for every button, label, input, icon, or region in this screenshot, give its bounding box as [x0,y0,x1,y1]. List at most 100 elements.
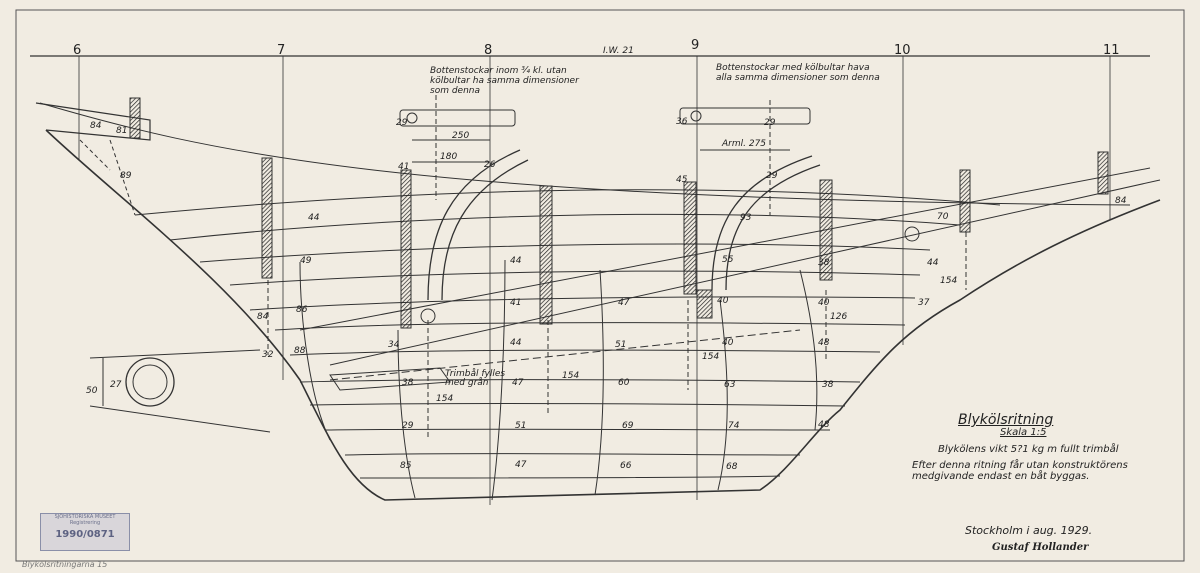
dim-70: 70 [937,212,949,222]
keel-bolt [129,97,141,139]
wl-88: 88 [294,346,306,356]
waterline [359,475,781,479]
sheer-line [329,179,1161,366]
section-curve [491,259,506,501]
station-6: 6 [73,43,82,58]
keel-bolt [539,185,553,325]
keel-bolt [400,169,412,329]
floor-plate [399,109,516,127]
wl-29: 29 [402,421,414,431]
dim-50: 50 [86,386,98,396]
wl-47: 47 [618,298,630,308]
wl-44b: 44 [510,256,522,266]
keel-bolt [819,179,833,281]
wl-40c: 40 [818,298,830,308]
wl-32: 32 [262,350,274,360]
wl-86: 86 [296,305,308,315]
frame-border [15,9,1185,562]
bolt-hole [406,112,418,124]
note-right: Bottenstockar med kölbultar hava alla sa… [716,63,880,83]
waterline [299,379,861,383]
dim-180: 180 [440,152,458,162]
wl-41: 41 [510,298,522,308]
wl-38b: 38 [818,258,830,268]
wl-93: 93 [740,213,752,223]
station-11: 11 [1103,43,1120,58]
keel-bolt [261,157,273,279]
dim-29b: 29 [764,118,776,128]
keel-bolt [683,181,697,295]
floor-bend [711,155,813,291]
keel-bolt [1097,151,1109,195]
wl-55: 55 [722,255,734,265]
drawing-title: Blykölsritning [958,412,1054,428]
dim-84a: 84 [90,121,102,131]
pipe-section-outer [125,357,175,407]
wl-85: 85 [400,461,412,471]
floor-bend [427,149,521,301]
dim-29: 29 [396,118,408,128]
stern-detail [109,139,136,216]
waterline [289,349,881,356]
sheer-line [329,329,801,381]
dim-45: 45 [676,175,688,185]
wl-40b: 40 [722,338,734,348]
dim-126: 126 [830,312,848,322]
keel-bolt [959,169,971,233]
wl-74: 74 [728,421,740,431]
dim-38: 38 [402,378,414,388]
station-7: 7 [277,43,286,58]
wl-44: 44 [308,213,320,223]
dim-arm: Arml. 275 [722,139,767,149]
pipe-section-line [89,405,271,433]
waterline [249,296,916,311]
header-mark: I.W. 21 [603,46,634,56]
note-left: Bottenstockar inom ¾ kl. utan kölbultar … [430,66,579,96]
station-9: 9 [691,38,700,53]
floor-bend [725,164,821,291]
dim-84b: 84 [257,312,269,322]
station-10: 10 [894,43,911,58]
dim-154d: 154 [940,276,958,286]
builder-instruction: Efter denna ritning får utan konstruktör… [912,460,1128,482]
stern-deck-line [39,102,1131,206]
wl-38: 38 [822,380,834,390]
hull-profile [45,129,1161,501]
floor-bend [441,159,529,301]
wl-69: 69 [622,421,634,431]
dim-26: 26 [484,160,496,170]
drawing-scale: Skala 1:5 [1000,427,1047,438]
wl-47c: 47 [515,460,527,470]
archive-stamp: SJÖHISTORISKA MUSEET Registrering 1990/0… [40,513,130,551]
wl-66: 66 [620,461,632,471]
floor-plate [679,107,811,125]
waterline [274,322,906,331]
wl-44c: 44 [510,338,522,348]
trim-tank [329,367,451,391]
dim-36: 36 [676,117,688,127]
wl-47b: 47 [512,378,524,388]
dim-84c: 84 [1115,196,1127,206]
station-8: 8 [484,43,493,58]
waterline [324,428,831,431]
waterline [134,189,1001,216]
dim-27: 27 [110,380,122,390]
wl-40: 40 [717,296,729,306]
weight-note: Blykölens vikt 5?1 kg m fullt trimbål [938,444,1119,455]
dim-89: 89 [120,171,132,181]
stern-detail [79,139,111,171]
waterline [169,213,961,241]
dim-29c: 29 [766,171,778,181]
dim-154b: 154 [562,371,580,381]
wl-63: 63 [724,380,736,390]
lifting-eye [904,226,920,242]
sheer-line [299,167,1151,331]
dim-81: 81 [116,126,128,136]
wl-51: 51 [615,340,627,350]
bottom-left-text: Blykölsritningarna 15 [22,560,108,569]
wl-37: 37 [918,298,930,308]
dim-154a: 154 [436,394,454,404]
stamp-number: 1990/0871 [55,529,115,540]
